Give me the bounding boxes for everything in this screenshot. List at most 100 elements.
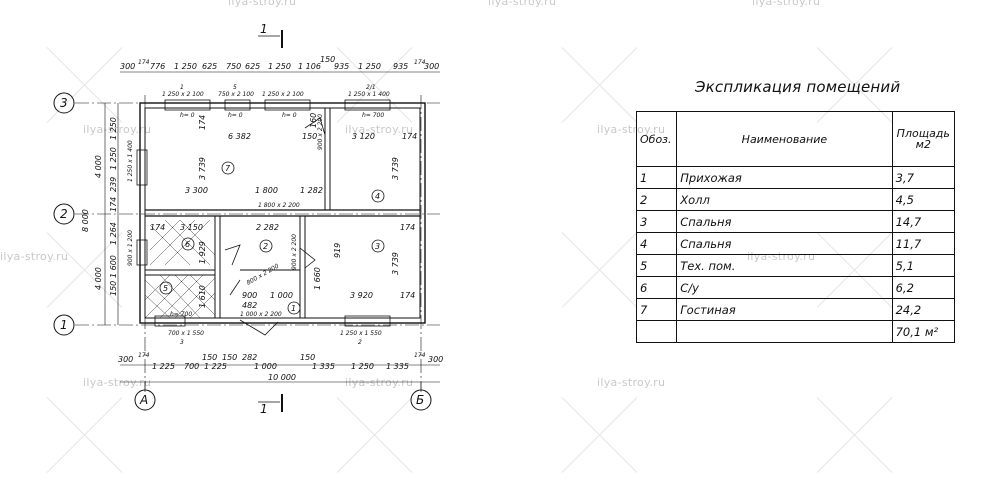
axis-label: 1	[60, 318, 68, 332]
header-area: Площадь м2	[891, 111, 956, 167]
schedule-title: Экспликация помещений	[695, 78, 901, 96]
dim-bottom: 1 335	[386, 362, 409, 371]
dim-left: 4 000	[94, 267, 103, 290]
dim-bottom: 150	[300, 353, 315, 362]
watermark: ilya-stroy.ru	[488, 0, 557, 8]
total-row: 70,1 м²	[635, 320, 956, 343]
room-dim: 3 739	[391, 252, 400, 275]
watermark: ilya-stroy.ru	[752, 0, 821, 8]
watermark: ilya-stroy.ru	[228, 0, 297, 8]
window-mark: 5	[233, 84, 237, 91]
room-number: 5	[163, 284, 168, 293]
room-dim: 1 660	[313, 267, 322, 290]
room-dim: 3 739	[391, 157, 400, 180]
sill-height: h= 700	[362, 112, 384, 119]
dim-top: 174	[138, 59, 150, 66]
axis-bubble	[53, 314, 75, 336]
dim-top: 935	[334, 62, 349, 71]
dim-top: 174	[414, 59, 426, 66]
dim-bottom: 150	[222, 353, 237, 362]
cell-area: 24,2	[891, 298, 956, 321]
dim-left: 174	[109, 197, 118, 212]
room-number: 4	[375, 192, 380, 201]
cell-name: Тех. пом.	[676, 254, 893, 277]
dim-left: 1 600	[109, 255, 118, 278]
dim-top: 150	[320, 55, 335, 64]
dim-bottom: 150	[202, 353, 217, 362]
cell-area: 11,7	[891, 232, 956, 255]
room-dim: 482	[242, 301, 257, 310]
door-label: 900 x 2 200	[291, 234, 298, 270]
cell-name: Гостиная	[676, 298, 893, 321]
room-dim: 1 929	[198, 241, 207, 264]
dim-top: 625	[202, 62, 217, 71]
window-label: 700 x 1 550	[168, 330, 204, 337]
door-label: 1 800 x 2 200	[258, 202, 300, 209]
room-number: 7	[225, 164, 231, 173]
dim-bottom: 1 250	[351, 362, 374, 371]
sill-height: h= 700	[170, 311, 192, 318]
cell-num: 5	[635, 254, 678, 277]
section-label: 1	[260, 22, 268, 36]
watermark: ilya-stroy.ru	[597, 376, 666, 389]
cell-area: 3,7	[891, 166, 956, 189]
dim-bottom: 1 000	[254, 362, 277, 371]
dim-bottom: 700	[184, 362, 199, 371]
axis-label: Б	[416, 393, 424, 407]
room-dim: 150	[302, 132, 317, 141]
dim-left: 1 264	[109, 222, 118, 245]
room-dim: 174	[402, 132, 417, 141]
window-label: 1 250 x 1 400	[127, 140, 134, 182]
watermark: ilya-stroy.ru	[83, 376, 152, 389]
dim-bottom: 1 335	[312, 362, 335, 371]
dim-bottom: 174	[138, 352, 150, 359]
dim-top: 300	[120, 62, 135, 71]
window-mark: 2	[358, 339, 362, 346]
room-dim: 174	[150, 223, 165, 232]
cell-num: 1	[635, 166, 678, 189]
room-dim: 3 300	[185, 186, 208, 195]
cell-name: С/у	[676, 276, 893, 299]
window-label: 750 x 2 100	[218, 91, 254, 98]
room-dim: 1 000	[270, 291, 293, 300]
room-dim: 174	[400, 223, 415, 232]
dim-top: 1 250	[358, 62, 381, 71]
axis-bubble	[53, 203, 75, 225]
dim-bottom: 300	[428, 355, 443, 364]
axis-label: 2	[60, 207, 68, 221]
cell-name: Прихожая	[676, 166, 893, 189]
dim-bottom: 174	[414, 352, 426, 359]
room-dim: 1 610	[198, 285, 207, 308]
room-number: 3	[375, 242, 380, 251]
room-number: 6	[185, 240, 190, 249]
cell-name: Спальня	[676, 210, 893, 233]
cell-area: 4,5	[891, 188, 956, 211]
room-dim: 3 920	[350, 291, 373, 300]
door-label: 1 000 x 2 200	[240, 311, 282, 318]
window-mark: 2/1	[366, 84, 376, 91]
window-label: 1 250 x 1 550	[340, 330, 382, 337]
window-mark: 1	[180, 84, 184, 91]
cell-area: 5,1	[891, 254, 956, 277]
dim-left: 150	[109, 281, 118, 296]
dim-left: 239	[109, 177, 118, 192]
dim-top: 1 250	[174, 62, 197, 71]
cell-num: 4	[635, 232, 678, 255]
door-label: 900 x 2 200	[317, 114, 324, 150]
dim-top: 750	[226, 62, 241, 71]
header-name: Наименование	[676, 111, 893, 167]
dim-top: 935	[393, 62, 408, 71]
room-dim: 1 282	[300, 186, 323, 195]
room-dim: 919	[333, 243, 342, 258]
window-label: 900 x 1 200	[127, 230, 134, 266]
dim-bottom: 1 225	[152, 362, 175, 371]
watermark: ilya-stroy.ru	[0, 250, 69, 263]
window-label: 1 250 x 1 400	[348, 91, 390, 98]
sill-height: h= 0	[228, 112, 243, 119]
total-area: 70,1 м²	[891, 320, 956, 343]
